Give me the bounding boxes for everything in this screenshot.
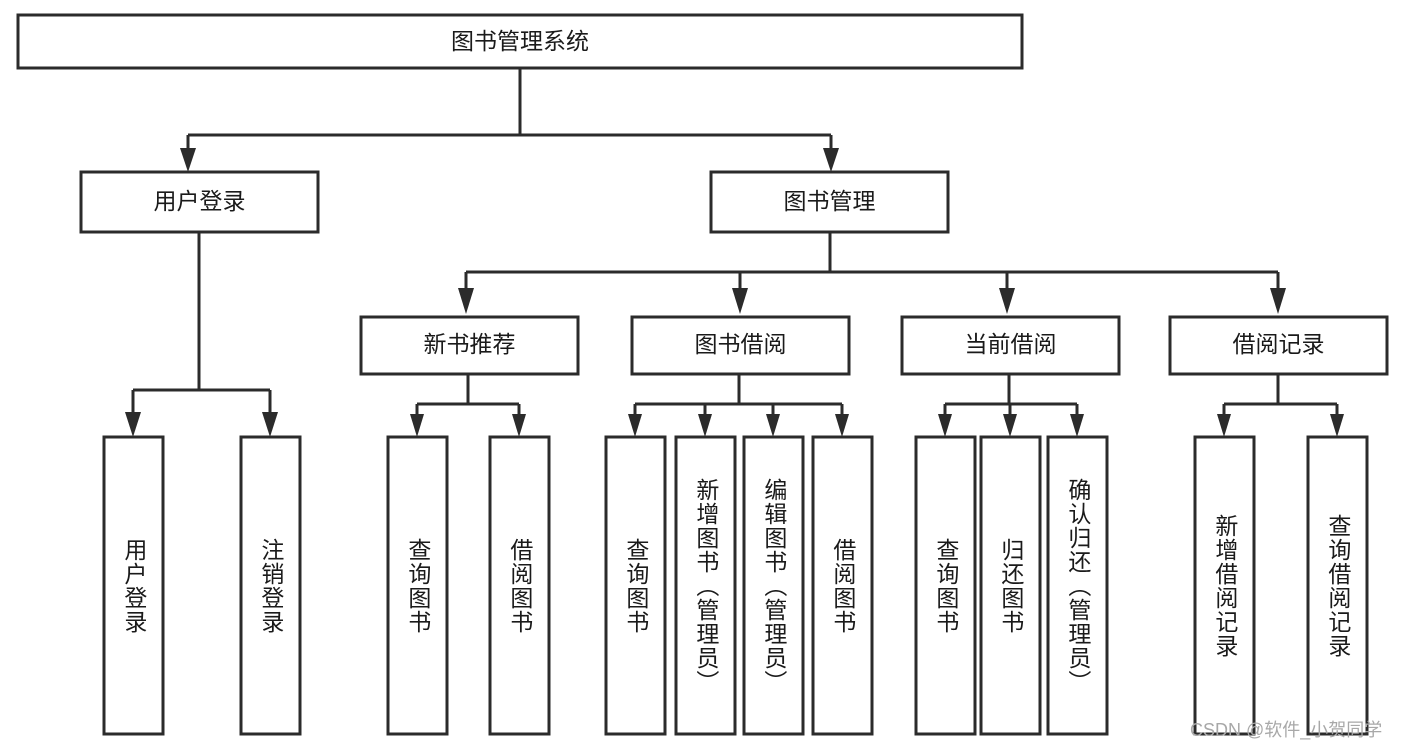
node-root-label: 图书管理系统 bbox=[451, 28, 589, 54]
node-book-management[interactable]: 图书管理 bbox=[709, 170, 950, 234]
leaf-box-user-login-0[interactable] bbox=[102, 435, 165, 736]
connector-borrowrecord-to-leaves bbox=[1217, 374, 1344, 437]
node-borrow-record-label: 借阅记录 bbox=[1233, 331, 1325, 357]
node-book-borrow-label: 图书借阅 bbox=[695, 331, 787, 357]
node-current-borrow[interactable]: 当前借阅 bbox=[900, 315, 1121, 376]
leaf-box-currentborrow-1[interactable] bbox=[979, 435, 1042, 736]
connector-newbook-to-leaves bbox=[410, 374, 526, 437]
csdn-watermark: CSDN @软件_小贺同学 bbox=[1190, 720, 1383, 740]
leaf-box-currentborrow-0[interactable] bbox=[914, 435, 977, 736]
node-root-system[interactable]: 图书管理系统 bbox=[16, 13, 1024, 70]
leaf-box-currentborrow-2[interactable] bbox=[1046, 435, 1109, 736]
connector-bookmgmt-to-level3 bbox=[458, 232, 1286, 314]
leaf-box-borrowrecord-1[interactable] bbox=[1306, 435, 1369, 736]
leaf-box-user-login-1[interactable] bbox=[239, 435, 302, 736]
leaf-box-bookborrow-1[interactable] bbox=[674, 435, 737, 736]
connector-userlogin-to-leaves bbox=[125, 232, 278, 437]
node-new-book-recommend-label: 新书推荐 bbox=[424, 331, 516, 357]
connector-currentborrow-to-leaves bbox=[938, 374, 1084, 437]
connector-root-to-level2 bbox=[180, 68, 839, 172]
node-user-login[interactable]: 用户登录 bbox=[79, 170, 320, 234]
node-book-management-label: 图书管理 bbox=[784, 188, 876, 214]
node-borrow-record[interactable]: 借阅记录 bbox=[1168, 315, 1389, 376]
leaf-box-newbook-1[interactable] bbox=[488, 435, 551, 736]
leaf-box-borrowrecord-0[interactable] bbox=[1193, 435, 1256, 736]
leaf-box-bookborrow-0[interactable] bbox=[604, 435, 667, 736]
leaf-box-bookborrow-3[interactable] bbox=[811, 435, 874, 736]
node-user-login-label: 用户登录 bbox=[154, 188, 246, 214]
node-new-book-recommend[interactable]: 新书推荐 bbox=[359, 315, 580, 376]
leaf-box-newbook-0[interactable] bbox=[386, 435, 449, 736]
connector-bookborrow-to-leaves bbox=[628, 374, 849, 437]
leaf-box-bookborrow-2[interactable] bbox=[742, 435, 805, 736]
node-book-borrow[interactable]: 图书借阅 bbox=[630, 315, 851, 376]
node-current-borrow-label: 当前借阅 bbox=[965, 331, 1057, 357]
